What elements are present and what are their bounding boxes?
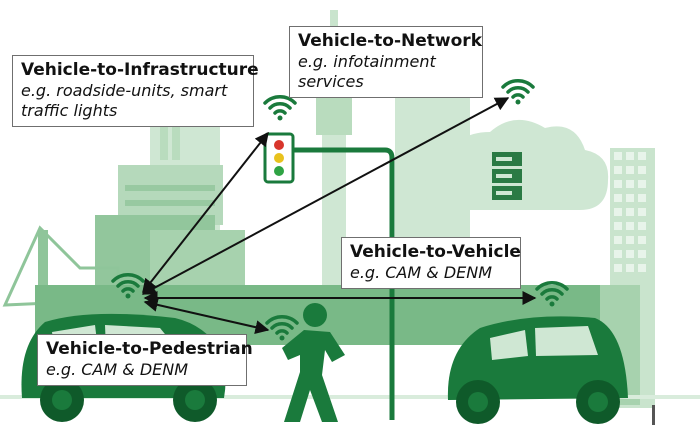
v2i-desc-line2: traffic lights	[21, 101, 118, 121]
connection-arrows	[141, 97, 537, 335]
v2n-arrow	[141, 97, 510, 295]
v2v-desc-line1: e.g. CAM & DENM	[350, 263, 493, 283]
wifi-icon	[111, 273, 145, 299]
v2n-desc-line2: services	[298, 72, 364, 92]
v2n-label-box: Vehicle-to-Network e.g. infotainment ser…	[289, 26, 483, 99]
v2n-title: Vehicle-to-Network	[298, 31, 482, 51]
pedestrian-icon	[282, 303, 345, 422]
car-icon	[447, 316, 628, 424]
wifi-icon	[263, 95, 297, 121]
pole	[652, 405, 655, 425]
v2v-label-box: Vehicle-to-Vehicle e.g. CAM & DENM	[341, 237, 521, 290]
v2i-desc-line1: e.g. roadside-units, smart	[21, 81, 228, 101]
v2p-label-box: Vehicle-to-Pedestrian e.g. CAM & DENM	[37, 334, 253, 387]
v2i-label-box: Vehicle-to-Infrastructure e.g. roadside-…	[12, 55, 259, 128]
v2p-desc-line1: e.g. CAM & DENM	[46, 360, 189, 380]
v2p-arrow	[143, 297, 270, 335]
v2i-title: Vehicle-to-Infrastructure	[21, 60, 259, 80]
server-icon	[492, 152, 522, 200]
v2n-desc-line1: e.g. infotainment	[298, 52, 436, 72]
wifi-icon	[535, 281, 569, 307]
wifi-icon	[501, 79, 535, 105]
v2p-title: Vehicle-to-Pedestrian	[46, 339, 253, 359]
v2v-title: Vehicle-to-Vehicle	[350, 242, 521, 262]
